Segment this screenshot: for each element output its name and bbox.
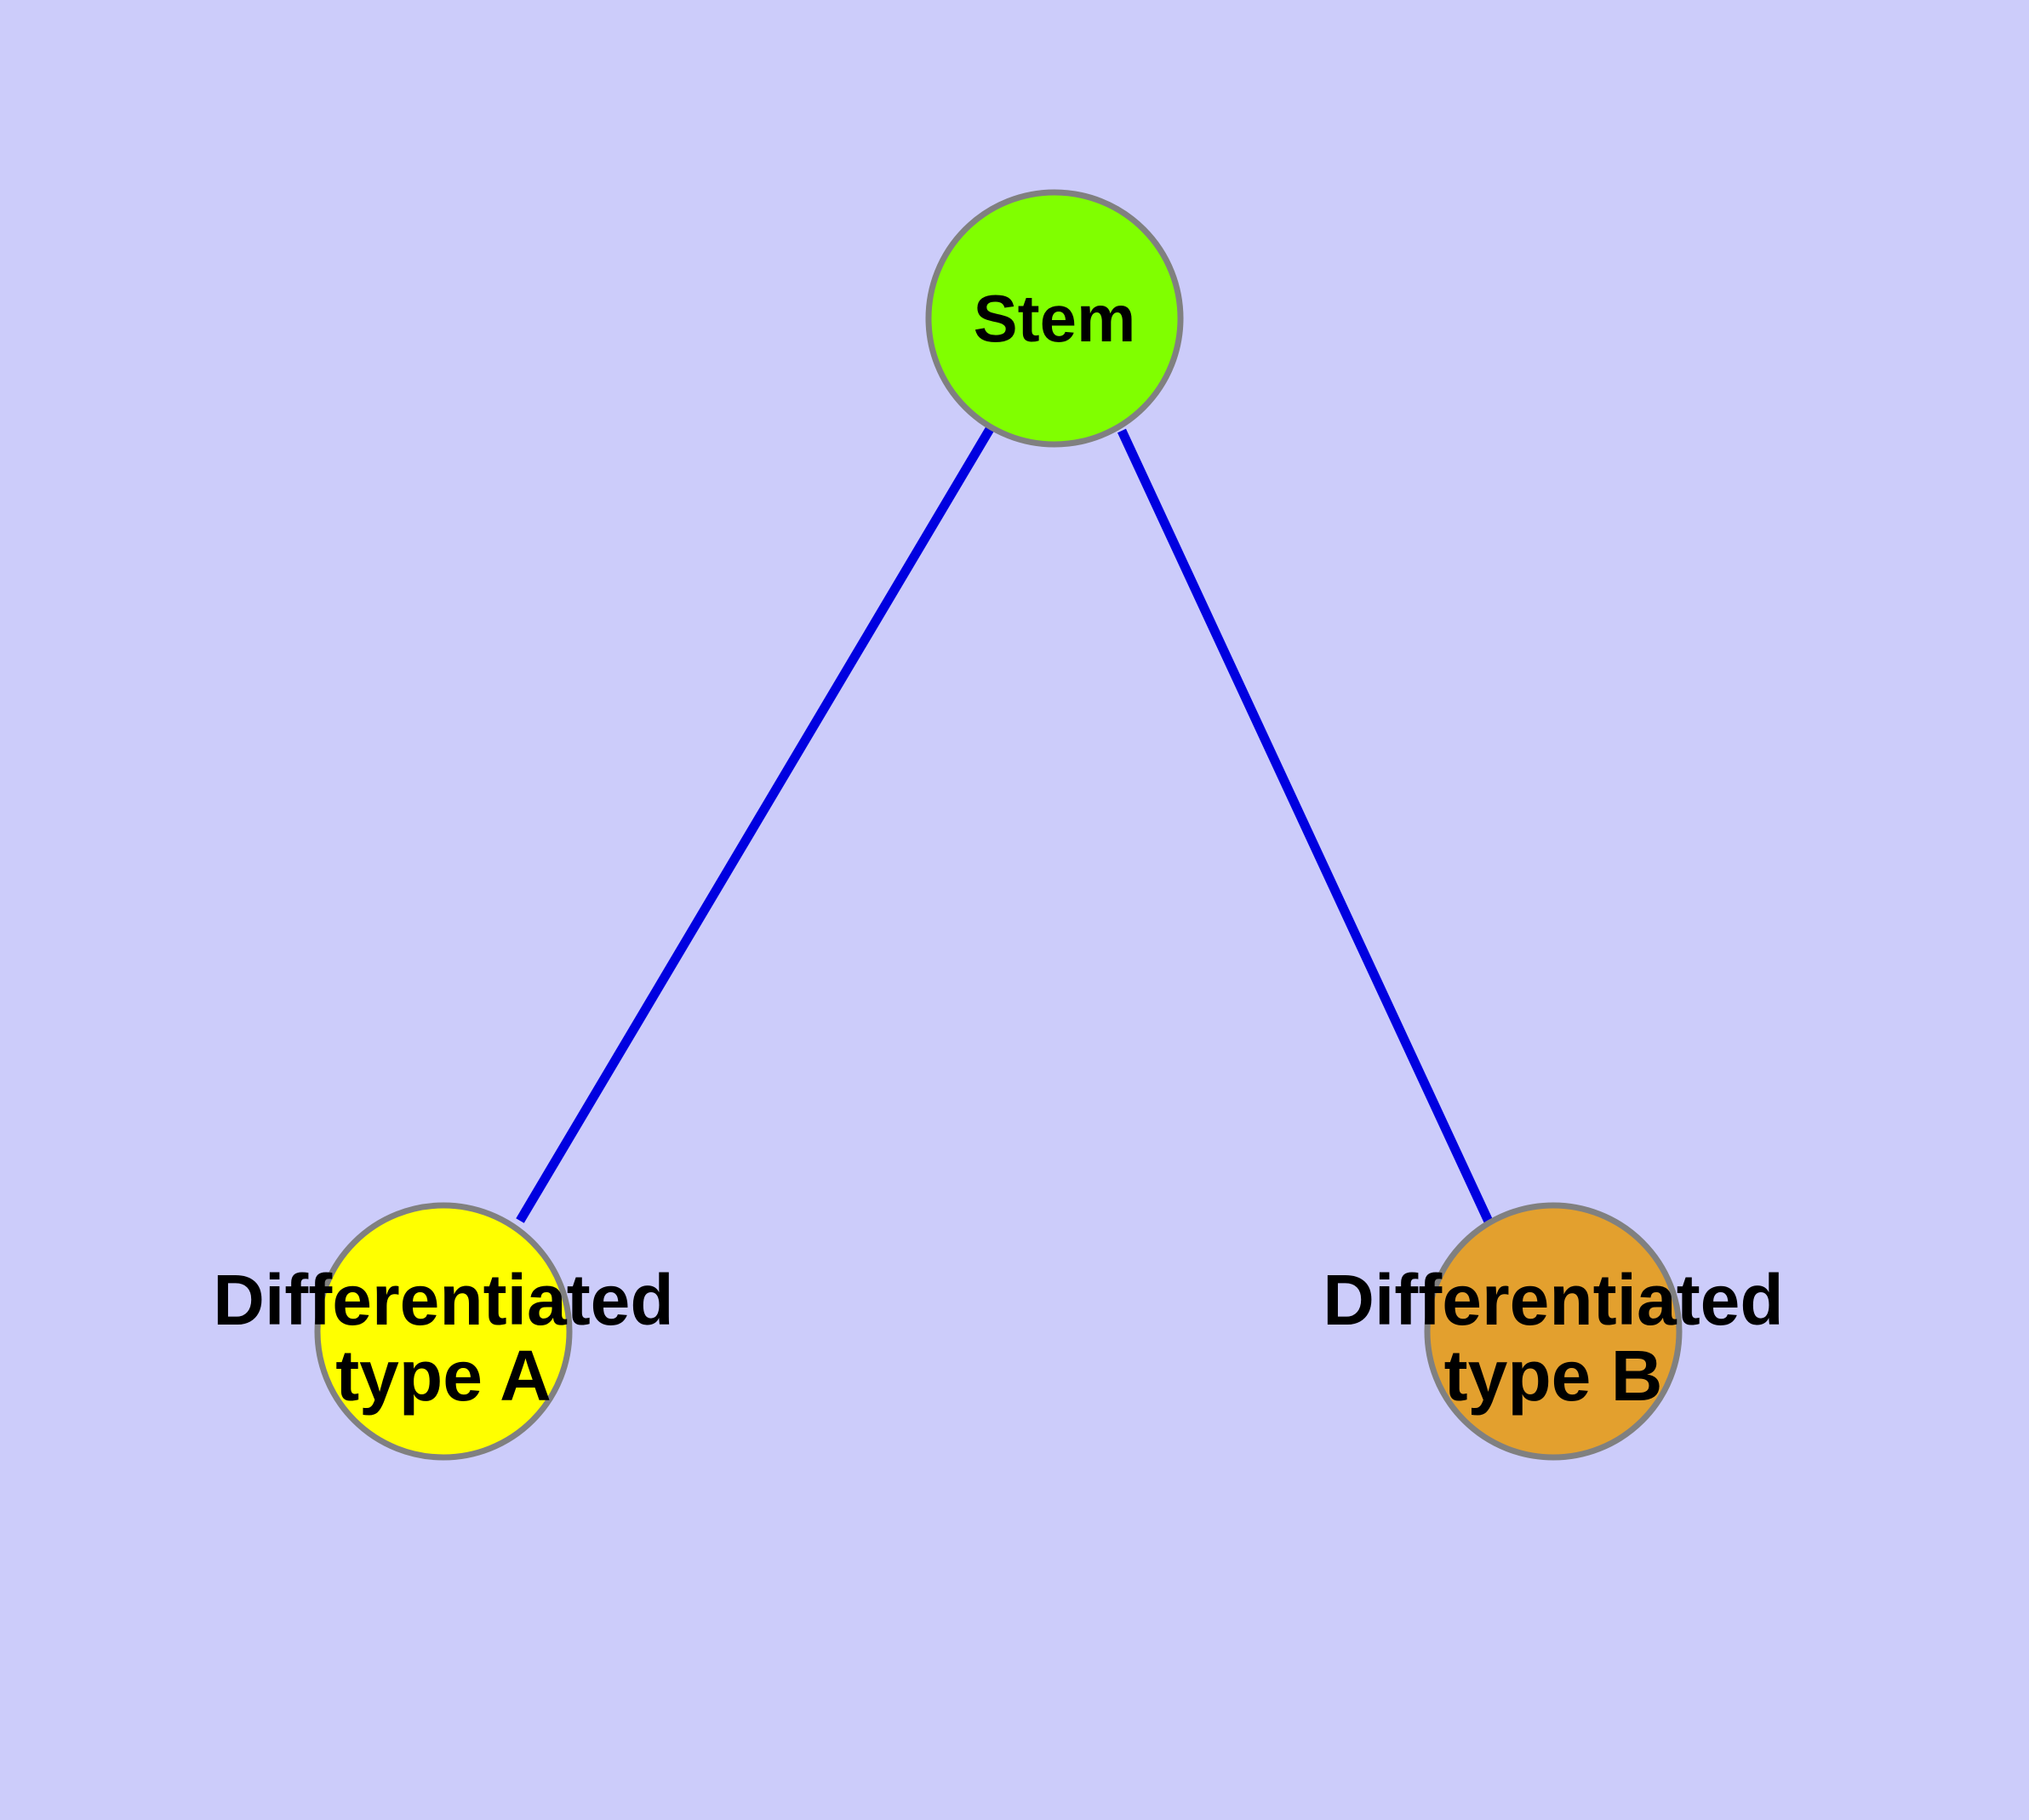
- node-stem[interactable]: [925, 189, 1184, 448]
- edge-stem-to-type-b[interactable]: [1117, 428, 1494, 1226]
- node-differentiated-type-a[interactable]: [314, 1202, 573, 1461]
- edge-layer: [516, 426, 1494, 1226]
- node-differentiated-type-b[interactable]: [1424, 1202, 1683, 1461]
- edge-stem-to-type-a[interactable]: [516, 426, 994, 1223]
- node-layer: [314, 189, 1683, 1461]
